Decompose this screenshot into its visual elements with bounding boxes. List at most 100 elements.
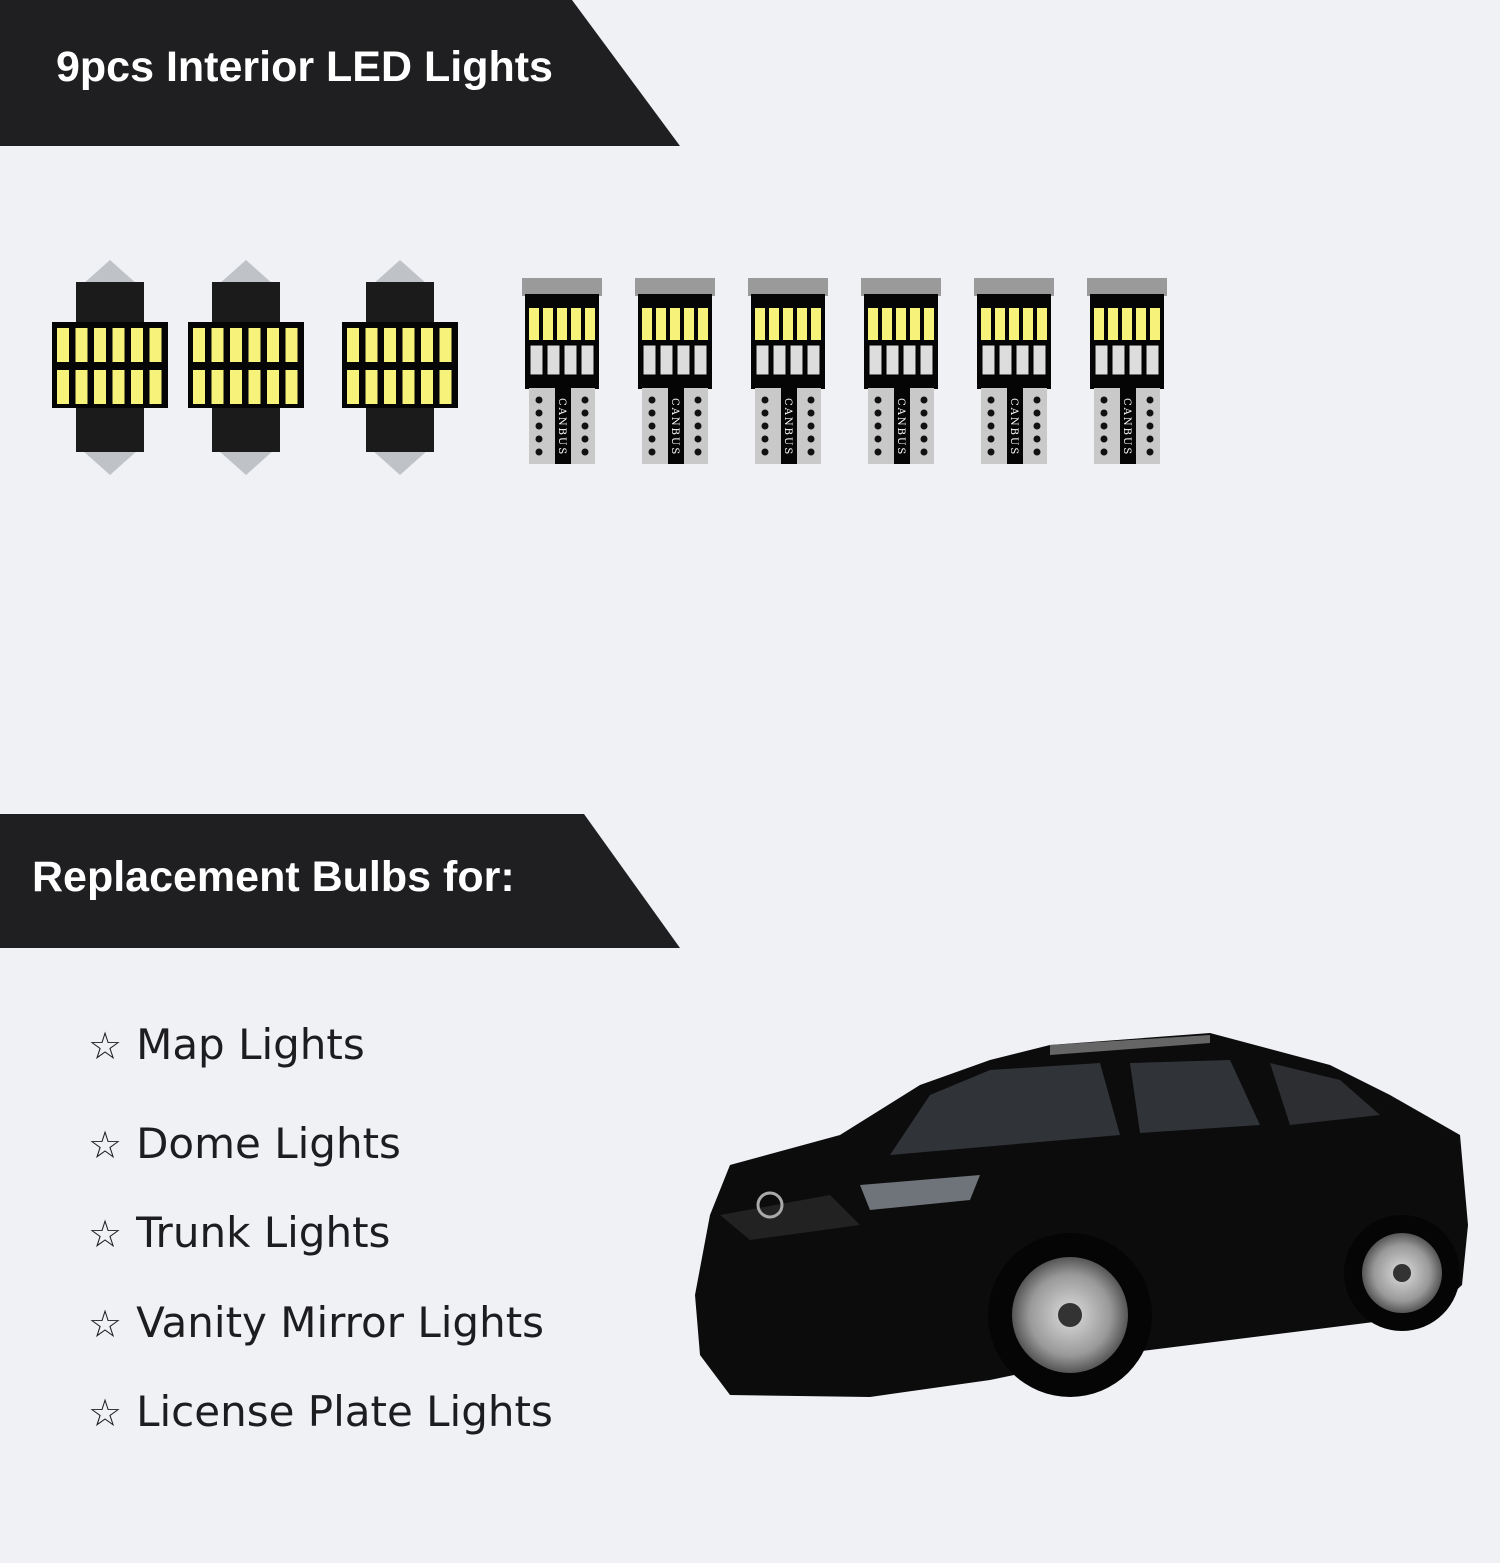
led-chip bbox=[149, 370, 162, 404]
led-chip bbox=[131, 370, 143, 404]
resistor bbox=[659, 344, 674, 376]
contact-dot bbox=[1033, 448, 1041, 456]
led-chip bbox=[94, 328, 106, 362]
led-chip bbox=[211, 370, 224, 404]
led-chip bbox=[248, 370, 261, 404]
led-chip bbox=[402, 328, 415, 362]
contact-dot bbox=[1033, 435, 1041, 443]
led-chip bbox=[384, 370, 396, 404]
festoon-bulb-tip bbox=[82, 260, 138, 285]
contact-dot bbox=[807, 435, 815, 443]
led-chip bbox=[94, 370, 106, 404]
contact-dot bbox=[874, 422, 882, 430]
led-chip bbox=[365, 370, 378, 404]
contact-dot bbox=[694, 435, 702, 443]
led-chip bbox=[267, 370, 279, 404]
led-chip bbox=[783, 308, 793, 340]
contact-dot bbox=[581, 448, 589, 456]
contact-dot bbox=[761, 409, 769, 417]
led-chip bbox=[421, 328, 433, 362]
t10-bulb-top bbox=[1087, 278, 1167, 296]
led-chip bbox=[193, 370, 205, 404]
resistor bbox=[580, 344, 595, 376]
star-outline-icon: ☆ bbox=[88, 1123, 123, 1167]
festoon-led-panel bbox=[188, 322, 304, 408]
contact-dot bbox=[874, 409, 882, 417]
contact-dot bbox=[535, 409, 543, 417]
resistor bbox=[563, 344, 578, 376]
contact-dot bbox=[535, 422, 543, 430]
resistor bbox=[1145, 344, 1160, 376]
t10-label-strip bbox=[894, 388, 910, 464]
led-chip bbox=[995, 308, 1005, 340]
contact-dot bbox=[920, 422, 928, 430]
led-chip bbox=[896, 308, 906, 340]
led-chip bbox=[543, 308, 553, 340]
led-chip bbox=[211, 328, 224, 362]
led-chip bbox=[112, 370, 125, 404]
t10-label-strip bbox=[1120, 388, 1136, 464]
contact-dot bbox=[694, 422, 702, 430]
led-chip bbox=[698, 308, 708, 340]
contact-dot bbox=[761, 422, 769, 430]
led-chip bbox=[670, 308, 680, 340]
contact-dot bbox=[920, 396, 928, 404]
star-outline-icon: ☆ bbox=[88, 1391, 123, 1435]
led-chip bbox=[797, 308, 807, 340]
contact-dot bbox=[581, 422, 589, 430]
contact-dot bbox=[694, 396, 702, 404]
t10-bulb-top bbox=[861, 278, 941, 296]
contact-dot bbox=[1100, 409, 1108, 417]
resistor bbox=[529, 344, 544, 376]
contact-dot bbox=[761, 396, 769, 404]
list-item: ☆Trunk Lights bbox=[88, 1208, 391, 1257]
contact-dot bbox=[694, 448, 702, 456]
led-chip bbox=[365, 328, 378, 362]
resistor bbox=[1015, 344, 1030, 376]
led-chip bbox=[924, 308, 934, 340]
led-chip bbox=[684, 308, 694, 340]
contact-dot bbox=[648, 396, 656, 404]
led-chip bbox=[57, 370, 69, 404]
led-chip bbox=[1136, 308, 1146, 340]
contact-dot bbox=[987, 422, 995, 430]
led-chip bbox=[267, 328, 279, 362]
festoon-led-panel bbox=[342, 322, 458, 408]
resistor bbox=[1094, 344, 1109, 376]
contact-dot bbox=[648, 435, 656, 443]
resistor bbox=[981, 344, 996, 376]
led-chip bbox=[529, 308, 539, 340]
t10-bulb-top bbox=[635, 278, 715, 296]
led-chip bbox=[347, 370, 359, 404]
led-chip bbox=[75, 328, 88, 362]
led-chip bbox=[230, 328, 242, 362]
resistor bbox=[1128, 344, 1143, 376]
canbus-label: CANBUS bbox=[782, 398, 793, 456]
canbus-label: CANBUS bbox=[1121, 398, 1132, 456]
contact-dot bbox=[987, 448, 995, 456]
led-chip bbox=[1150, 308, 1160, 340]
suv-car-image bbox=[695, 1033, 1468, 1397]
resistor bbox=[772, 344, 787, 376]
contact-dot bbox=[874, 396, 882, 404]
contact-dot bbox=[1146, 409, 1154, 417]
contact-dot bbox=[581, 409, 589, 417]
contact-dot bbox=[807, 422, 815, 430]
contact-dot bbox=[581, 435, 589, 443]
contact-dot bbox=[535, 396, 543, 404]
canbus-label: CANBUS bbox=[895, 398, 906, 456]
led-chip bbox=[910, 308, 920, 340]
led-chip bbox=[421, 370, 433, 404]
contact-dot bbox=[874, 448, 882, 456]
led-chip bbox=[230, 370, 242, 404]
t10-label-strip bbox=[555, 388, 571, 464]
resistor bbox=[998, 344, 1013, 376]
resistor bbox=[885, 344, 900, 376]
led-chip bbox=[285, 370, 298, 404]
led-chip bbox=[1023, 308, 1033, 340]
led-chip bbox=[882, 308, 892, 340]
contact-dot bbox=[1033, 422, 1041, 430]
led-chip bbox=[1009, 308, 1019, 340]
contact-dot bbox=[761, 435, 769, 443]
contact-dot bbox=[1146, 422, 1154, 430]
